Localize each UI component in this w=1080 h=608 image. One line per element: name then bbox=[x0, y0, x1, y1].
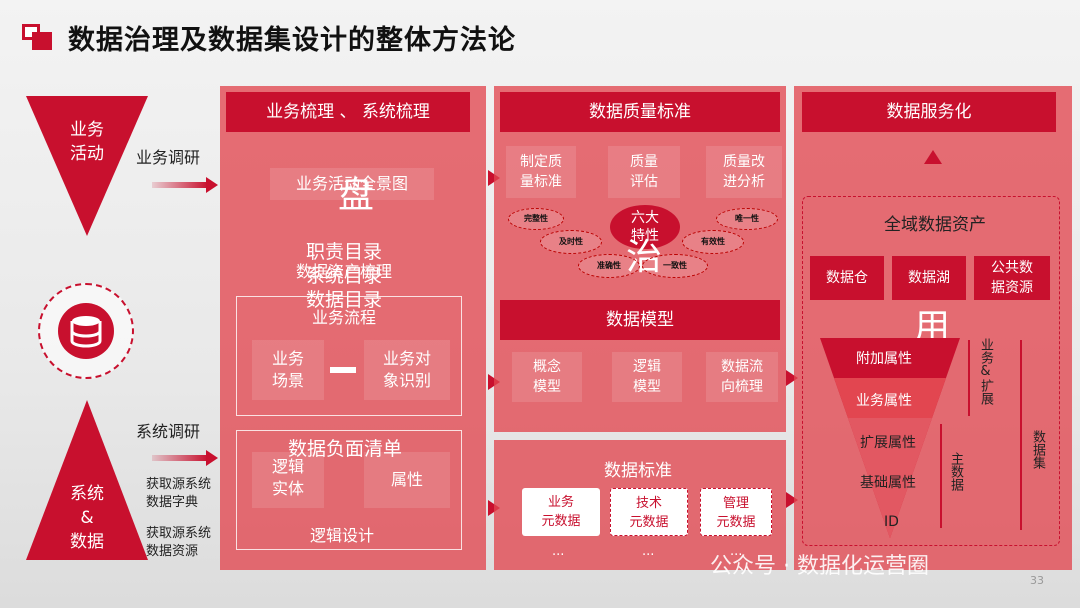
layer-business: 业务属性 bbox=[856, 390, 912, 410]
q-improve: 质量改进分析 bbox=[706, 146, 782, 198]
prop-accuracy: 准确性 bbox=[578, 254, 640, 278]
prop-timeliness: 及时性 bbox=[540, 230, 602, 254]
public-resource-chip: 公共数据资源 bbox=[974, 256, 1050, 300]
mgmt-metadata: 管理元数据 bbox=[700, 488, 772, 536]
attr-box: 属性 bbox=[364, 452, 450, 508]
business-activity-funnel bbox=[26, 96, 148, 236]
prop-uniqueness: 唯一性 bbox=[716, 208, 778, 230]
asset-title: 全域数据资产 bbox=[884, 210, 986, 235]
arrow-right-icon bbox=[206, 450, 218, 466]
scene-box: 业务场景 bbox=[252, 340, 324, 400]
page-number: 33 bbox=[1030, 574, 1044, 587]
top-funnel-text: 业务 活动 bbox=[26, 118, 148, 166]
prop-validity: 有效性 bbox=[682, 230, 744, 254]
layer-additional: 附加属性 bbox=[856, 348, 912, 368]
get-res-label: 获取源系统数据资源 bbox=[146, 525, 211, 561]
biz-research-arrow bbox=[152, 182, 208, 188]
q-standard: 制定质量标准 bbox=[506, 146, 576, 198]
bracket-biz-ext bbox=[968, 340, 970, 416]
watermark: 公众号 · 数据化运营圈 bbox=[710, 548, 929, 580]
sys-research-label: 系统调研 bbox=[136, 418, 200, 442]
tech-metadata: 技术元数据 bbox=[610, 488, 688, 536]
biz-research-label: 业务调研 bbox=[136, 144, 200, 168]
std-header: 数据标准 bbox=[604, 456, 672, 481]
title-logo-icon bbox=[22, 24, 52, 50]
service-header: 数据服务化 bbox=[802, 92, 1056, 132]
logic-model: 逻辑模型 bbox=[612, 352, 682, 402]
database-icon bbox=[58, 303, 114, 359]
sys-research-arrow bbox=[152, 455, 208, 461]
layer-extended: 扩展属性 bbox=[860, 432, 916, 452]
model-header: 数据模型 bbox=[500, 300, 780, 340]
layer-id: ID bbox=[884, 514, 899, 530]
bottom-funnel-text: 系统 & 数据 bbox=[26, 482, 148, 554]
page-title: 数据治理及数据集设计的整体方法论 bbox=[68, 18, 516, 57]
bracket-dataset bbox=[1020, 340, 1022, 530]
dw-chip: 数据仓 bbox=[810, 256, 884, 300]
overlay-pan: 盘 bbox=[338, 166, 374, 218]
dataset-label: 数据集 bbox=[1030, 430, 1044, 469]
flow-title: 业务流程 bbox=[312, 304, 376, 328]
prop-consistency: 一致性 bbox=[642, 254, 708, 278]
dataflow-sort: 数据流向梳理 bbox=[706, 352, 778, 402]
logic-design-label: 逻辑设计 bbox=[310, 522, 374, 546]
ellipsis-1: ... bbox=[552, 544, 564, 559]
entity-box: 逻辑实体 bbox=[252, 452, 324, 508]
concept-model: 概念模型 bbox=[512, 352, 582, 402]
quality-header: 数据质量标准 bbox=[500, 92, 780, 132]
arrow-up-icon bbox=[924, 150, 942, 164]
q-evaluate: 质量评估 bbox=[608, 146, 680, 198]
arrow-right-icon bbox=[206, 177, 218, 193]
master-data-label: 主数据 bbox=[948, 452, 962, 491]
lake-chip: 数据湖 bbox=[892, 256, 966, 300]
ellipsis-2: ... bbox=[642, 544, 654, 559]
bracket-master bbox=[940, 424, 942, 528]
col1-header: 业务梳理 、 系统梳理 bbox=[226, 92, 470, 132]
flow-arrow bbox=[330, 367, 356, 373]
biz-metadata: 业务元数据 bbox=[522, 488, 600, 536]
database-circle bbox=[38, 283, 134, 379]
biz-ext-label: 业务&扩展 bbox=[978, 338, 992, 405]
object-box: 业务对象识别 bbox=[364, 340, 450, 400]
get-dict-label: 获取源系统数据字典 bbox=[146, 476, 211, 512]
prop-completeness: 完整性 bbox=[508, 208, 564, 230]
layer-basic: 基础属性 bbox=[860, 472, 916, 492]
